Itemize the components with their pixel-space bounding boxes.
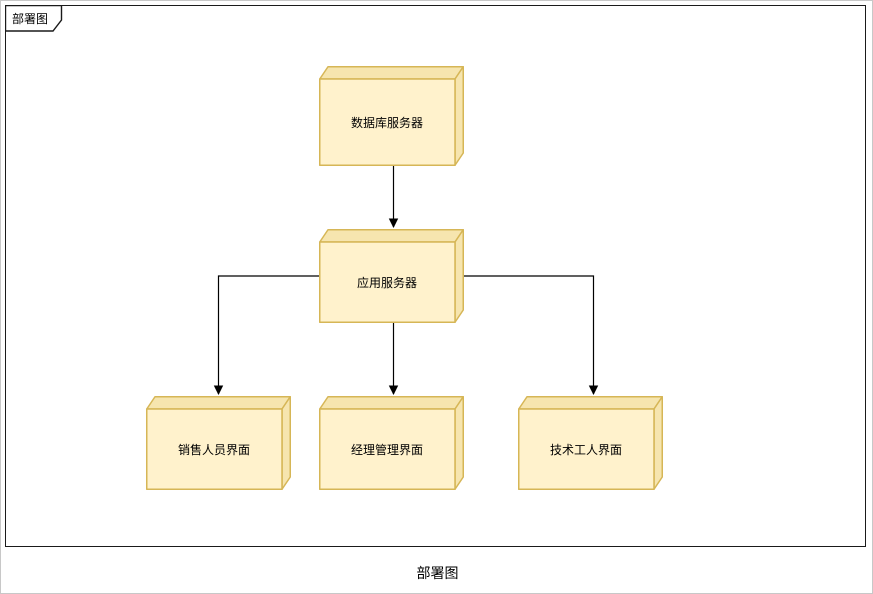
node-label: 技术工人界面 [549,443,622,457]
cube-3d-icon [518,396,663,490]
node-label: 应用服务器 [356,276,417,290]
uml-frame: 部署图 [4,4,866,547]
node-manager-ui: 经理管理界面 [319,396,464,490]
cube-3d-icon [319,66,464,166]
frame-label: 部署图 [4,4,65,32]
node-application-server: 应用服务器 [319,229,464,323]
cube-3d-icon [146,396,291,490]
node-tech-ui: 技术工人界面 [518,396,663,490]
node-label: 数据库服务器 [350,116,423,130]
node-database-server: 数据库服务器 [319,66,464,166]
node-label: 销售人员界面 [177,443,250,457]
frame-label-pentagon-icon [4,4,63,32]
cube-3d-icon [319,229,464,323]
diagram-caption: 部署图 [416,565,459,581]
cube-3d-icon [319,396,464,490]
node-label: 经理管理界面 [350,443,423,457]
frame-label-text: 部署图 [12,12,49,26]
node-sales-ui: 销售人员界面 [146,396,291,490]
